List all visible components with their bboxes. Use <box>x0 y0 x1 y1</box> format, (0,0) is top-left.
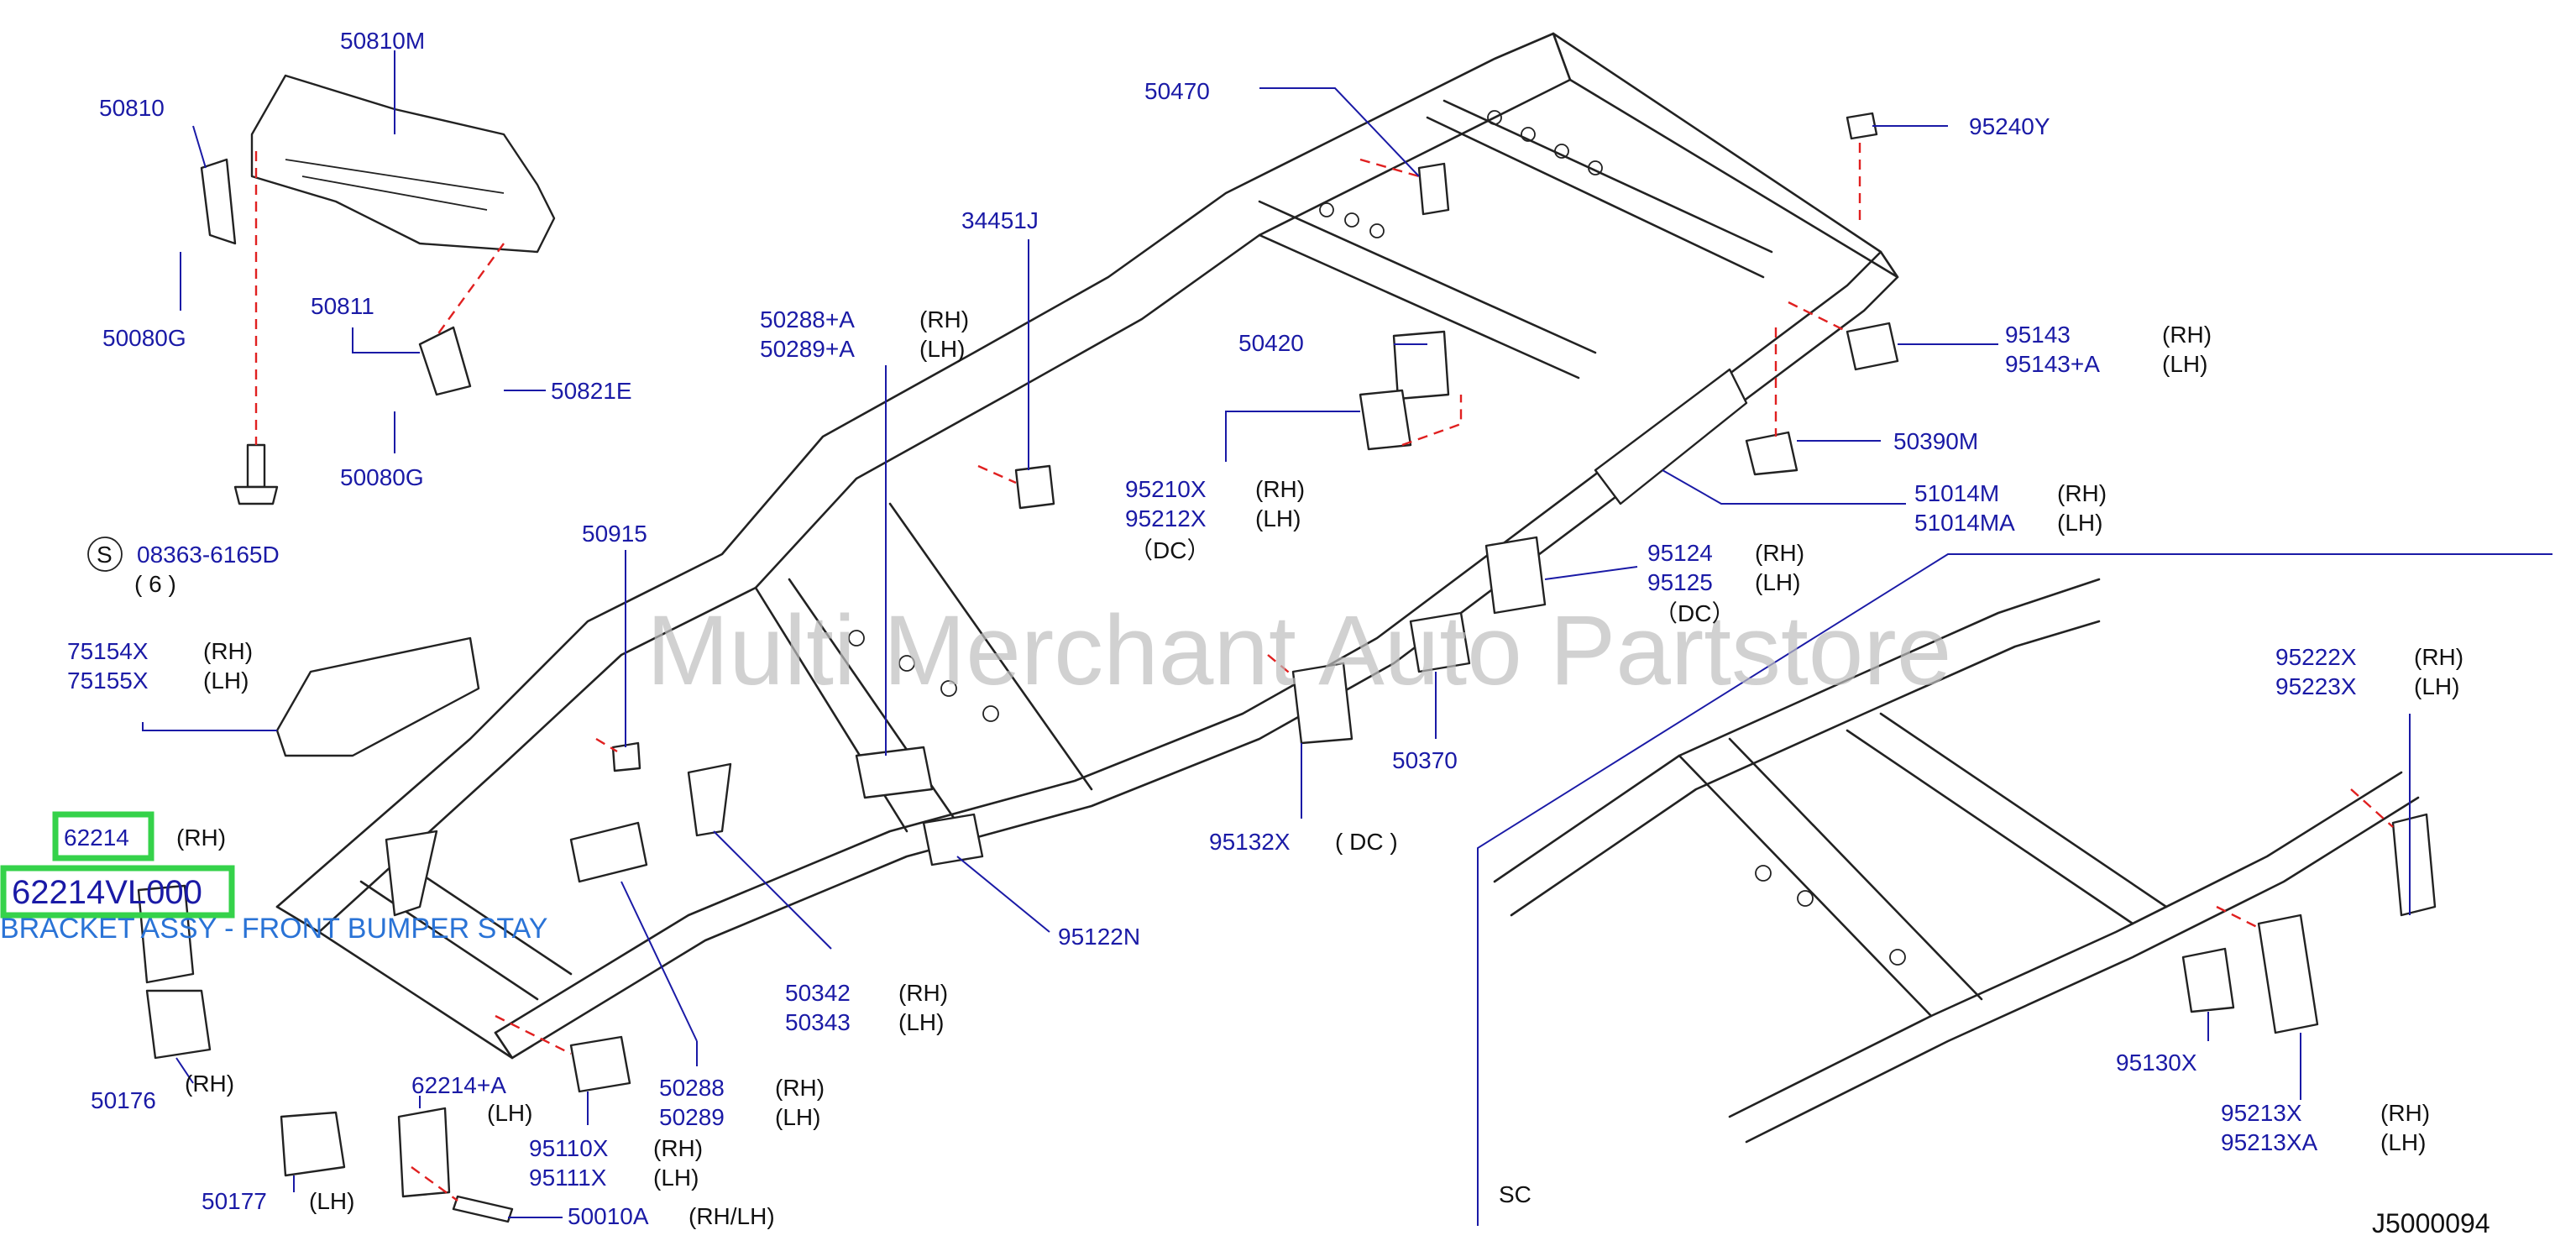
side-50343: (LH) <box>898 1009 944 1035</box>
label-95110X[interactable]: 95110X <box>529 1135 609 1161</box>
side-95210X-dc: （DC） <box>1129 537 1210 563</box>
label-75154X[interactable]: 75154X <box>67 638 149 664</box>
side-95143A: (LH) <box>2162 351 2207 377</box>
side-95212X: (LH) <box>1255 505 1301 531</box>
label-34451J[interactable]: 34451J <box>961 207 1039 233</box>
label-75155X[interactable]: 75155X <box>67 668 149 694</box>
label-50811[interactable]: 50811 <box>311 293 374 319</box>
screw-symbol: S <box>97 542 113 568</box>
label-50080G-bottom[interactable]: 50080G <box>340 464 424 490</box>
highlight-box-62214VL000 <box>0 865 235 919</box>
label-50010A[interactable]: 50010A <box>568 1203 649 1229</box>
label-95143A[interactable]: 95143+A <box>2005 351 2100 377</box>
label-95223X[interactable]: 95223X <box>2275 673 2357 699</box>
side-75154X: (RH) <box>203 638 253 664</box>
label-95125[interactable]: 95125 <box>1647 569 1713 595</box>
part-description: BRACKET ASSY - FRONT BUMPER STAY <box>0 913 547 945</box>
assembly-lines <box>254 143 2394 1202</box>
label-95132X[interactable]: 95132X <box>1209 829 1291 855</box>
label-50370[interactable]: 50370 <box>1392 747 1458 773</box>
label-95143[interactable]: 95143 <box>2005 322 2071 348</box>
watermark: Multi Merchant Auto Partstore <box>647 595 1951 706</box>
label-screw[interactable]: 08363-6165D <box>137 542 280 568</box>
label-62214[interactable]: 62214 <box>64 825 129 851</box>
label-50177[interactable]: 50177 <box>202 1188 267 1214</box>
side-95223X: (LH) <box>2414 673 2459 699</box>
side-50289A: (LH) <box>919 336 965 362</box>
label-95111X[interactable]: 95111X <box>529 1165 607 1191</box>
side-51014M: (RH) <box>2057 480 2107 506</box>
label-95213X[interactable]: 95213X <box>2221 1100 2302 1126</box>
side-95210X: (RH) <box>1255 476 1305 502</box>
side-95124: (RH) <box>1755 540 1804 566</box>
side-95111X: (LH) <box>653 1165 699 1191</box>
label-50288A[interactable]: 50288+A <box>760 306 855 332</box>
full-part-number[interactable]: 62214VL000 <box>12 874 202 911</box>
label-50342[interactable]: 50342 <box>785 980 851 1006</box>
side-95132X: ( DC ) <box>1335 829 1398 855</box>
label-50470[interactable]: 50470 <box>1144 78 1210 104</box>
label-50810[interactable]: 50810 <box>99 95 165 121</box>
side-50288: (RH) <box>775 1075 825 1101</box>
label-50390M[interactable]: 50390M <box>1893 428 1978 454</box>
frame-main <box>275 32 1899 1060</box>
label-50420[interactable]: 50420 <box>1238 330 1304 356</box>
label-51014MA[interactable]: 51014MA <box>1914 510 2015 536</box>
bracket-62214-part <box>137 884 195 984</box>
side-95213X: (RH) <box>2380 1100 2430 1126</box>
inset-label: SC <box>1499 1181 1531 1207</box>
label-95122N[interactable]: 95122N <box>1058 924 1140 950</box>
side-50288A: (RH) <box>919 306 969 332</box>
side-62214A: (LH) <box>487 1100 532 1126</box>
label-50915[interactable]: 50915 <box>582 521 647 547</box>
label-50810M[interactable]: 50810M <box>340 28 425 54</box>
label-50289[interactable]: 50289 <box>659 1104 725 1130</box>
label-50176[interactable]: 50176 <box>91 1087 156 1113</box>
label-95222X[interactable]: 95222X <box>2275 644 2357 670</box>
label-50288[interactable]: 50288 <box>659 1075 725 1101</box>
side-50176: (RH) <box>185 1071 234 1097</box>
frame-inset <box>1477 553 2552 1226</box>
screw-qty: ( 6 ) <box>134 571 176 597</box>
leader-lines <box>142 50 2411 1218</box>
side-95222X: (RH) <box>2414 644 2463 670</box>
side-95110X: (RH) <box>653 1135 703 1161</box>
side-50177: (LH) <box>309 1188 354 1214</box>
label-95130X[interactable]: 95130X <box>2116 1050 2197 1076</box>
label-50821E[interactable]: 50821E <box>551 378 632 404</box>
label-51014M[interactable]: 51014M <box>1914 480 1999 506</box>
label-95212X[interactable]: 95212X <box>1125 505 1207 531</box>
side-50010A: (RH/LH) <box>689 1203 775 1229</box>
side-62214: (RH) <box>176 825 226 851</box>
skid-plate-part <box>250 74 556 254</box>
label-50080G-top[interactable]: 50080G <box>102 325 186 351</box>
highlight-box-62214 <box>52 811 154 861</box>
label-95240Y[interactable]: 95240Y <box>1969 113 2050 139</box>
label-62214A[interactable]: 62214+A <box>411 1072 506 1098</box>
side-51014MA: (LH) <box>2057 510 2102 536</box>
label-50343[interactable]: 50343 <box>785 1009 851 1035</box>
side-50342: (RH) <box>898 980 948 1006</box>
side-95124-dc: （DC） <box>1654 600 1735 626</box>
label-50289A[interactable]: 50289+A <box>760 336 855 362</box>
label-95213XA[interactable]: 95213XA <box>2221 1129 2318 1155</box>
parts <box>137 74 2437 1223</box>
side-95143: (RH) <box>2162 322 2212 348</box>
label-95210X[interactable]: 95210X <box>1125 476 1207 502</box>
label-95124[interactable]: 95124 <box>1647 540 1713 566</box>
side-50289: (LH) <box>775 1104 820 1130</box>
side-75155X: (LH) <box>203 668 249 694</box>
side-95125: (LH) <box>1755 569 1800 595</box>
diagram-id: J5000094 <box>2372 1208 2490 1238</box>
part-labels: 50810M 50810 50080G 50811 50821E 50080G … <box>0 28 2490 1238</box>
side-95213XA: (LH) <box>2380 1129 2426 1155</box>
